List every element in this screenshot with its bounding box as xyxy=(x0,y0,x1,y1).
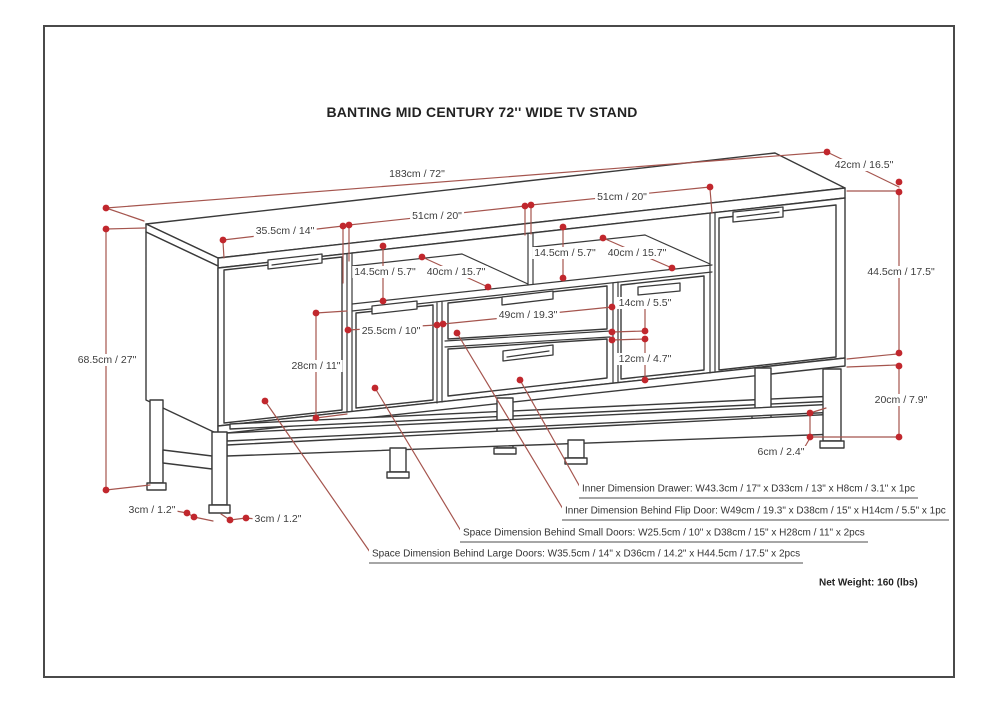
dim-label-145-left: 14.5cm / 5.7" xyxy=(352,266,418,278)
right-large-door xyxy=(718,204,837,371)
dim-label-20: 20cm / 7.9" xyxy=(872,394,930,406)
dim-label-12: 12cm / 4.7" xyxy=(616,353,674,365)
dim-label-355: 35.5cm / 14" xyxy=(253,225,317,237)
drawing-title: BANTING MID CENTURY 72'' WIDE TV STAND xyxy=(326,104,638,120)
dim-label-depth-42: 42cm / 16.5" xyxy=(832,159,896,171)
drawer-front xyxy=(447,338,608,397)
dim-label-51-right: 51cm / 20" xyxy=(595,191,649,203)
net-weight-label: Net Weight: 160 (lbs) xyxy=(819,577,918,589)
dim-label-51-left: 51cm / 20" xyxy=(410,210,464,222)
dim-label-28: 28cm / 11" xyxy=(289,360,343,372)
left-small-door xyxy=(355,304,434,409)
annotation-flip-door: Inner Dimension Behind Flip Door: W49cm … xyxy=(562,505,949,521)
handle-flip-door xyxy=(501,290,554,306)
doors-and-drawer xyxy=(223,204,837,424)
annotation-inner-drawer: Inner Dimension Drawer: W43.3cm / 17" x … xyxy=(579,483,918,499)
page-border xyxy=(43,25,955,678)
dim-label-40-right: 40cm / 15.7" xyxy=(605,247,669,259)
dimension-dots xyxy=(102,148,903,524)
annotation-small-doors: Space Dimension Behind Small Doors: W25.… xyxy=(460,527,868,543)
dim-label-255: 25.5cm / 10" xyxy=(359,325,423,337)
dim-label-445: 44.5cm / 17.5" xyxy=(865,266,937,278)
annotation-large-doors: Space Dimension Behind Large Doors: W35.… xyxy=(369,548,804,564)
dim-label-685: 68.5cm / 27" xyxy=(75,354,139,366)
handle-right-small-door xyxy=(637,282,681,296)
dim-label-width-183: 183cm / 72" xyxy=(387,168,447,180)
dim-label-6: 6cm / 2.4" xyxy=(755,446,807,458)
dim-label-145-right: 14.5cm / 5.7" xyxy=(532,247,598,259)
left-large-door xyxy=(223,256,343,424)
dim-label-40-left: 40cm / 15.7" xyxy=(424,266,488,278)
dim-label-3-left: 3cm / 1.2" xyxy=(126,504,178,516)
metal-base xyxy=(146,367,845,514)
dim-label-14: 14cm / 5.5" xyxy=(616,297,674,309)
handle-left-small-door xyxy=(371,300,418,315)
dim-label-49: 49cm / 19.3" xyxy=(496,309,560,321)
handle-drawer xyxy=(502,344,554,362)
dim-label-3-right: 3cm / 1.2" xyxy=(252,513,304,525)
